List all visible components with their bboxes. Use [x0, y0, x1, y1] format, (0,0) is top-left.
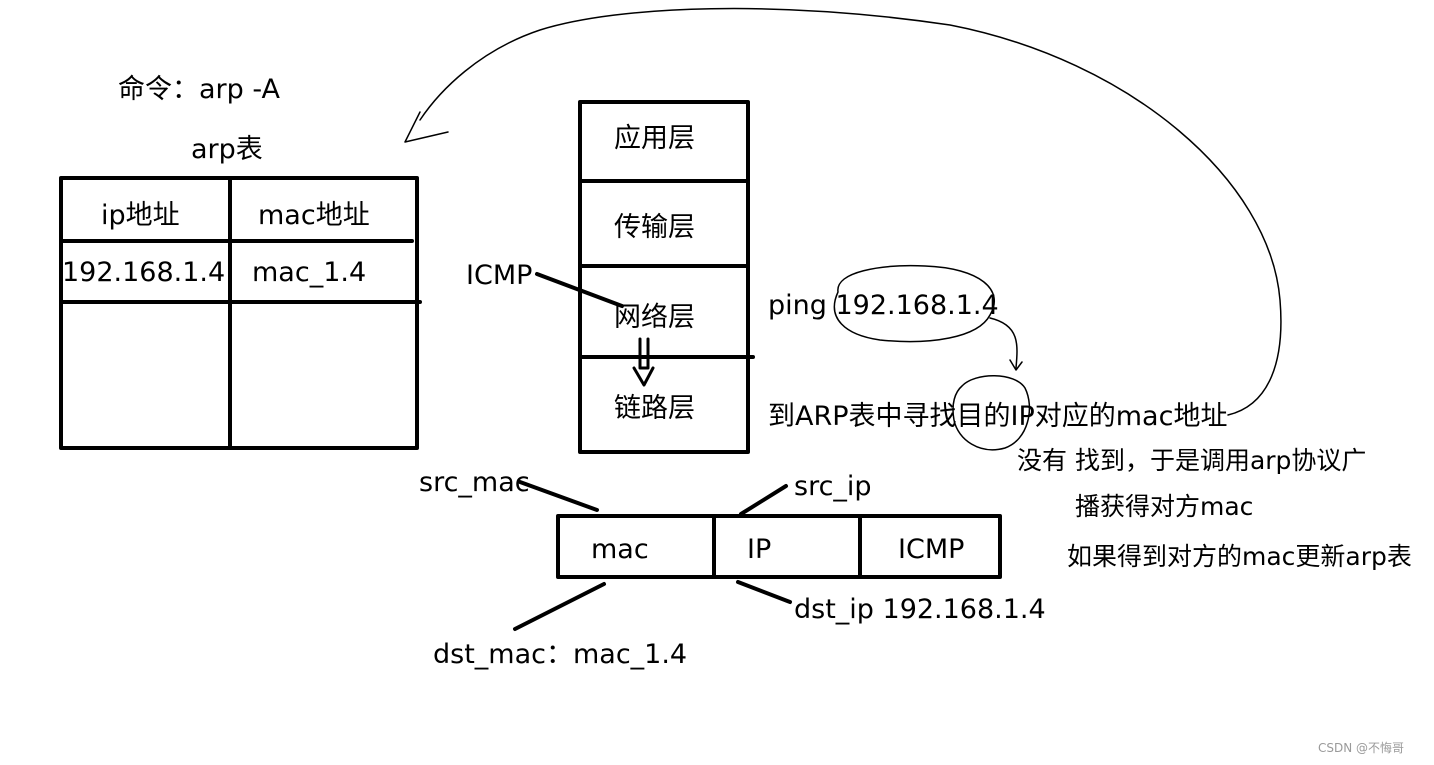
layer-application: 应用层 — [614, 123, 695, 154]
dst-ip-label: dst_ip 192.168.1.4 — [794, 594, 1046, 625]
arp-row-ip: 192.168.1.4 — [62, 257, 226, 288]
layer-network: 网络层 — [614, 302, 695, 333]
arp-header-ip: ip地址 — [101, 200, 180, 231]
src-ip-label: src_ip — [794, 471, 872, 502]
src-mac-connector — [518, 480, 599, 512]
packet-field-mac: mac — [591, 534, 649, 565]
layer-transport: 传输层 — [614, 212, 695, 243]
ping-note: ping 192.168.1.4 — [768, 290, 999, 321]
lookup-note: 到ARP表中寻找目的IP对应的mac地址 — [768, 401, 1228, 432]
update-note: 如果得到对方的mac更新arp表 — [1067, 542, 1412, 571]
layer-link: 链路层 — [614, 393, 695, 424]
packet-field-ip: IP — [747, 534, 772, 565]
dst-ip-connector — [736, 580, 792, 604]
not-found-note-line1: 没有 找到，于是调用arp协议广 — [1017, 446, 1367, 475]
icmp-connector — [535, 272, 624, 308]
arp-header-mac: mac地址 — [258, 200, 370, 231]
packet-frame — [556, 514, 1002, 579]
command-label: 命令：arp -A — [118, 74, 280, 105]
ip-circle — [952, 375, 1031, 451]
arp-row-mac: mac_1.4 — [252, 257, 367, 288]
watermark: CSDN @不悔哥 — [1318, 741, 1405, 755]
update-arrowhead — [404, 111, 449, 143]
arp-table-frame — [59, 176, 422, 450]
not-found-note-line2: 播获得对方mac — [1075, 492, 1254, 521]
icmp-label: ICMP — [466, 260, 533, 291]
dst-mac-label: dst_mac：mac_1.4 — [433, 639, 688, 670]
down-arrow — [632, 337, 655, 387]
ping-to-lookup-arrowhead — [1009, 359, 1023, 371]
protocol-stack-frame — [578, 100, 755, 454]
arp-table-title: arp表 — [191, 134, 263, 165]
src-ip-connector — [739, 484, 788, 516]
dst-mac-connector — [513, 582, 606, 631]
packet-field-icmp: ICMP — [898, 534, 965, 565]
ping-circle — [833, 264, 996, 343]
ping-to-lookup-curve — [989, 317, 1018, 369]
update-arrow-curve — [419, 7, 1282, 416]
src-mac-label: src_mac — [419, 467, 530, 498]
